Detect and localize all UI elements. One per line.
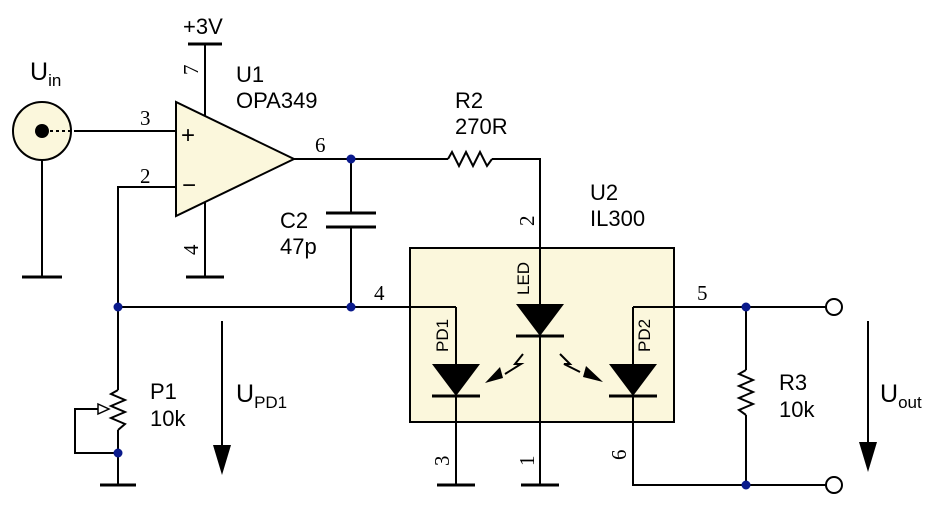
u2-pin-6: 6 — [607, 450, 631, 461]
r3-ref: R3 — [779, 370, 807, 395]
pd1-label: PD1 — [433, 319, 452, 352]
c2-ref: C2 — [280, 208, 308, 233]
r2-value: 270R — [455, 114, 508, 139]
optocoupler-u2 — [409, 247, 675, 423]
opamp-minus-sign: − — [182, 172, 196, 199]
c2-value: 47p — [280, 234, 317, 259]
input-connector — [12, 101, 74, 279]
pd2-label: PD2 — [635, 319, 654, 352]
u1-pin-4: 4 — [179, 244, 203, 255]
r3-value: 10k — [779, 397, 815, 422]
potentiometer-p1 — [74, 389, 128, 454]
u1-pin-6: 6 — [315, 133, 326, 157]
wires — [74, 130, 826, 487]
resistor-r2 — [447, 149, 493, 169]
opamp-u1: + − — [175, 42, 297, 279]
p1-ref: P1 — [150, 379, 177, 404]
output-terminals — [825, 298, 877, 494]
upd1-arrow — [213, 321, 231, 475]
u1-pin-2: 2 — [140, 164, 151, 188]
u2-pin-4: 4 — [374, 281, 385, 305]
led-label: LED — [514, 262, 533, 295]
u1-pin-7: 7 — [179, 65, 203, 76]
u1-pin-3: 3 — [140, 106, 151, 130]
u2-pin-3: 3 — [430, 456, 454, 467]
junction-dots — [113, 154, 751, 490]
u2-part: IL300 — [590, 206, 645, 231]
upd1-label: UPD1 — [236, 380, 287, 412]
uout-label: Uout — [880, 380, 922, 412]
r2-ref: R2 — [455, 88, 483, 113]
resistor-r3 — [736, 369, 756, 416]
u2-pin-2: 2 — [515, 216, 539, 227]
u2-pin-1: 1 — [515, 456, 539, 467]
opamp-plus-sign: + — [181, 122, 195, 149]
p1-value: 10k — [150, 406, 186, 431]
u1-part: OPA349 — [236, 88, 318, 113]
u2-pin-5: 5 — [697, 281, 708, 305]
uin-label: Uin — [30, 58, 61, 90]
u1-ref: U1 — [236, 62, 264, 87]
capacitor-c2 — [326, 211, 376, 229]
supply-label: +3V — [183, 14, 223, 39]
u2-ref: U2 — [590, 180, 618, 205]
